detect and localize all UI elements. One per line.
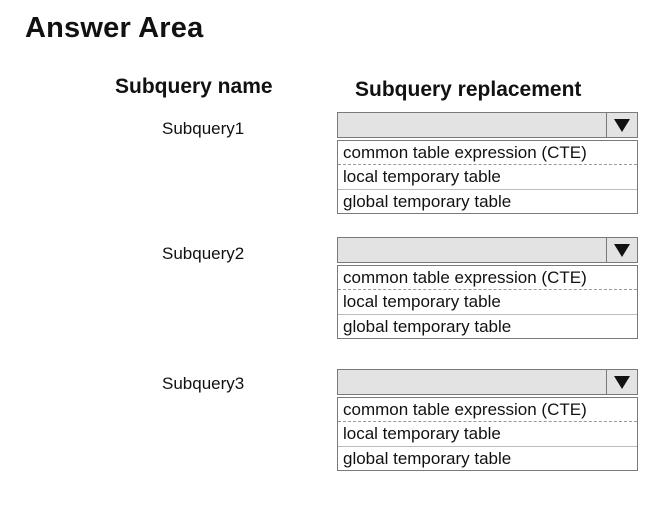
subquery2-dropdown[interactable]: common table expression (CTE) local temp… (337, 237, 638, 339)
subquery2-option-global-temp[interactable]: global temporary table (338, 314, 637, 338)
triangle-down-icon (614, 118, 630, 132)
subquery1-dropdown-toggle[interactable] (606, 113, 637, 137)
subquery3-dropdown-toggle[interactable] (606, 370, 637, 394)
subquery3-option-local-temp[interactable]: local temporary table (343, 424, 501, 443)
subquery1-options-list: common table expression (CTE) local temp… (337, 140, 638, 214)
subquery1-option-global-temp[interactable]: global temporary table (338, 189, 637, 213)
subquery3-option-cte[interactable]: common table expression (CTE) (338, 398, 637, 422)
column-header-subquery-replacement: Subquery replacement (355, 78, 582, 101)
triangle-down-icon (614, 243, 630, 257)
subquery1-label: Subquery1 (162, 119, 245, 138)
subquery1-option-cte[interactable]: common table expression (CTE) (338, 141, 637, 165)
subquery2-option-local-temp[interactable]: local temporary table (343, 292, 501, 311)
subquery2-label: Subquery2 (162, 244, 245, 263)
subquery3-dropdown[interactable]: common table expression (CTE) local temp… (337, 369, 638, 471)
subquery3-label: Subquery3 (162, 374, 245, 393)
subquery1-dropdown[interactable]: common table expression (CTE) local temp… (337, 112, 638, 214)
subquery2-options-list: common table expression (CTE) local temp… (337, 265, 638, 339)
triangle-down-icon (614, 375, 630, 389)
subquery3-option-global-temp[interactable]: global temporary table (338, 446, 637, 470)
subquery3-dropdown-header[interactable] (337, 369, 638, 395)
column-header-subquery-name: Subquery name (115, 75, 273, 98)
subquery2-dropdown-toggle[interactable] (606, 238, 637, 262)
subquery2-option-cte[interactable]: common table expression (CTE) (338, 266, 637, 290)
page-title: Answer Area (25, 12, 204, 44)
subquery3-options-list: common table expression (CTE) local temp… (337, 397, 638, 471)
subquery1-dropdown-header[interactable] (337, 112, 638, 138)
subquery1-option-local-temp[interactable]: local temporary table (343, 167, 501, 186)
subquery2-dropdown-header[interactable] (337, 237, 638, 263)
